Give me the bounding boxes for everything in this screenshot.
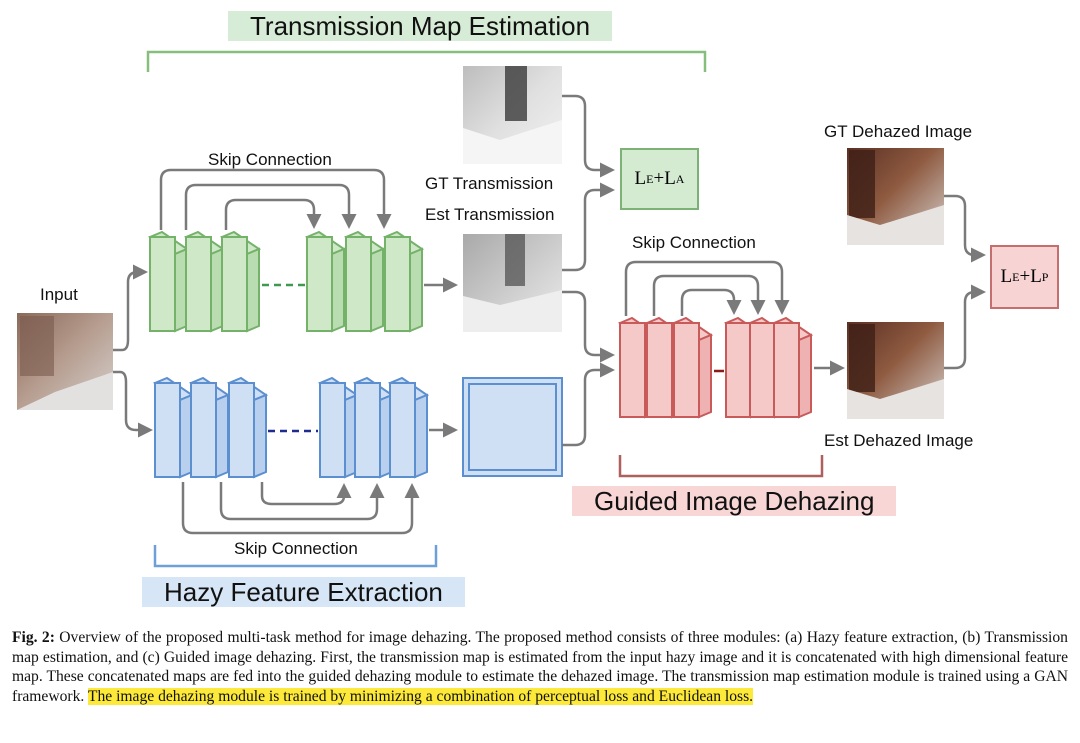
figure-label: Fig. 2: (12, 629, 55, 646)
caption-highlight: The image dehazing module is trained by … (87, 687, 754, 705)
arrow-est-to-loss (562, 182, 615, 272)
est-transmission-map (463, 234, 562, 332)
loss-plus: + (653, 168, 665, 189)
arrow-input-green (113, 264, 148, 352)
skip-connection-bottom-label: Skip Connection (234, 539, 358, 558)
arrow-gtdehazed-to-loss (944, 194, 986, 263)
loss-le-base: L (1000, 266, 1013, 287)
green-layers (147, 230, 425, 333)
est-dehazed-label: Est Dehazed Image (824, 431, 974, 450)
hazy-title: Hazy Feature Extraction (142, 577, 465, 607)
loss-le-sub: E (646, 171, 654, 186)
caption-text: Overview of the proposed multi-task meth… (12, 629, 1068, 705)
skip-connection-right-label: Skip Connection (632, 233, 756, 252)
loss-le-sub: E (1012, 269, 1020, 284)
loss-la-sub: A (675, 171, 685, 186)
skip-right-inner (680, 288, 742, 316)
hazy-bracket (153, 545, 438, 568)
skip-bottom-inner (260, 482, 352, 506)
loss-lp-sub: P (1041, 269, 1049, 284)
transmission-title: Transmission Map Estimation (228, 11, 613, 41)
arrow-feat-to-red (562, 362, 615, 447)
loss-le-base: L (634, 168, 647, 189)
loss-la-base: L (664, 168, 676, 189)
skip-top-inner (224, 198, 322, 230)
skip-bottom-mid (219, 482, 385, 521)
gt-dehazed-label: GT Dehazed Image (824, 122, 973, 141)
est-dehazed-photo (847, 322, 944, 419)
transmission-bracket (146, 50, 707, 72)
arrow-est-to-red (562, 290, 615, 363)
arrow-gt-to-loss (562, 94, 615, 178)
skip-top-mid (184, 183, 357, 230)
skip-bottom-outer (181, 482, 420, 535)
hazy-room-photo (17, 313, 113, 410)
skip-connection-top-label: Skip Connection (208, 150, 332, 169)
gt-dehazed-photo (847, 148, 944, 245)
gt-transmission-label: GT Transmission (425, 174, 554, 193)
red-layers (617, 316, 814, 419)
est-transmission-label: Est Transmission (425, 205, 555, 224)
guided-title: Guided Image Dehazing (572, 486, 897, 516)
loss-plus: + (1019, 266, 1031, 287)
loss-lp-base: L (1030, 266, 1042, 287)
arrow-input-blue (113, 370, 153, 438)
skip-right-mid (652, 274, 766, 316)
figure-caption: Fig. 2: Overview of the proposed multi-t… (12, 628, 1068, 706)
diagram-svg (17, 50, 986, 568)
diagram: Transmission Map Estimation Hazy Feature… (17, 11, 1059, 607)
blue-layers (152, 376, 430, 479)
guided-bracket (618, 455, 824, 478)
gt-transmission-map (463, 66, 562, 164)
arrow-estdehazed-to-loss (944, 284, 986, 370)
input-label: Input (40, 285, 78, 304)
skip-right-outer (624, 260, 790, 316)
feature-map-square (462, 377, 563, 477)
skip-top-outer (159, 168, 392, 230)
